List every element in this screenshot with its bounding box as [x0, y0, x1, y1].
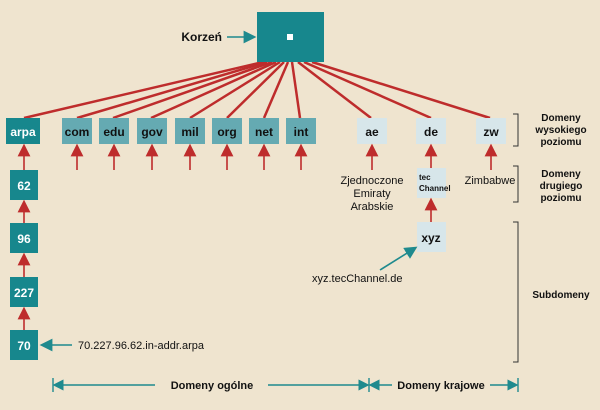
tecchannel-node: tec Channel [417, 168, 451, 198]
arpa-node-62: 62 [17, 179, 31, 193]
right-brackets [513, 113, 519, 363]
country-tld-row: ae de zw [357, 118, 506, 144]
tld-net: net [255, 125, 273, 139]
generic-domains-label: Domeny ogólne [171, 380, 254, 392]
arpa-node-227: 227 [14, 286, 34, 300]
root-node [257, 12, 324, 62]
second-level-label-3: poziomu [540, 193, 581, 204]
xyz-node-text: xyz [421, 231, 440, 245]
tld-gov: gov [141, 125, 163, 139]
generic-tld-row: arpa com edu gov mil org net int [6, 118, 316, 144]
tecchannel-text-2: Channel [419, 184, 451, 193]
tld-de: de [424, 125, 438, 139]
xyz-node [417, 222, 446, 252]
reverse-lookup-label: 70.227.96.62.in-addr.arpa [78, 340, 205, 352]
ae-description-line-2: Emiraty [353, 188, 391, 200]
second-level-label-2: drugiego [540, 181, 583, 192]
top-level-label-3: poziomu [540, 137, 581, 148]
tld-child-arrows [70, 143, 498, 170]
bottom-category-arrows [52, 378, 519, 392]
root-dot-icon [287, 34, 293, 40]
tld-com: com [65, 125, 90, 139]
arpa-node-70: 70 [17, 339, 31, 353]
tld-int: int [294, 125, 309, 139]
xyz-label: xyz.tecChannel.de [312, 273, 403, 285]
tld-mil: mil [181, 125, 198, 139]
tld-ae: ae [365, 125, 379, 139]
ae-description-line-1: Zjednoczone [341, 175, 404, 187]
arpa-chain: 62 96 227 70 [10, 143, 38, 360]
second-level-label-1: Domeny [541, 169, 581, 180]
arpa-node-96: 96 [17, 232, 31, 246]
root-label: Korzeń [181, 30, 222, 44]
xyz-pointer-arrow [379, 246, 418, 271]
country-domains-label: Domeny krajowe [397, 380, 484, 392]
tld-arpa: arpa [10, 125, 36, 139]
top-level-label-2: wysokiego [534, 125, 586, 136]
top-level-label-1: Domeny [541, 113, 581, 124]
tecchannel-text-1: tec [419, 173, 431, 182]
tld-zw: zw [483, 125, 499, 139]
ae-description-line-3: Arabskie [351, 201, 394, 213]
zw-description: Zimbabwe [465, 175, 516, 187]
subdomains-label: Subdomeny [532, 290, 590, 301]
root-connector-lines [23, 60, 491, 120]
tld-org: org [217, 125, 236, 139]
tld-edu: edu [103, 125, 124, 139]
